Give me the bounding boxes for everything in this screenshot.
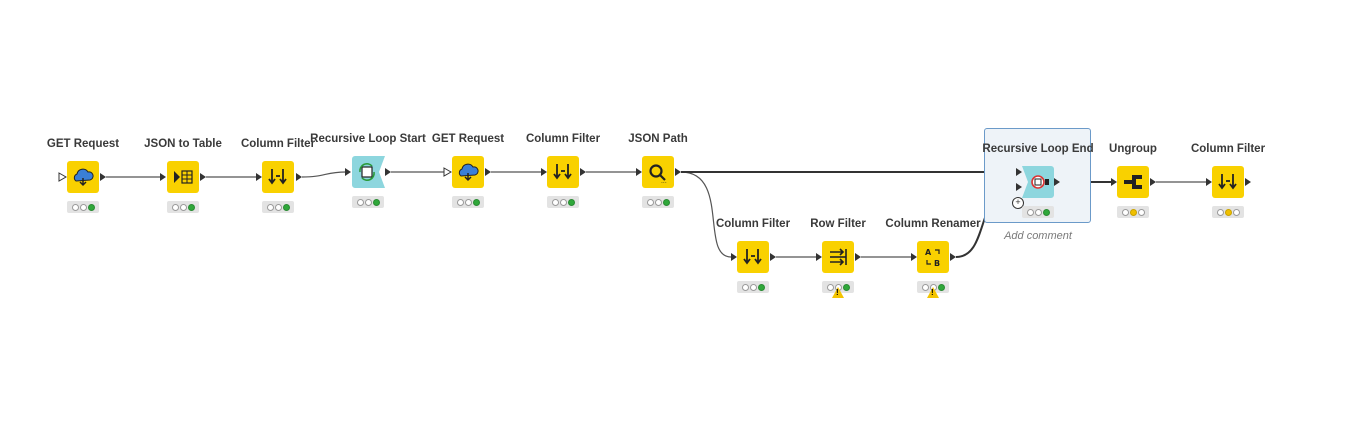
json-path-icon: ... — [649, 164, 667, 185]
connection[interactable] — [680, 171, 732, 258]
output-port[interactable] — [100, 173, 106, 181]
output-port[interactable] — [1054, 178, 1060, 186]
cloud-download-icon — [73, 168, 94, 187]
svg-text:...: ... — [661, 178, 667, 185]
node-label: Row Filter — [810, 218, 866, 230]
row-filter-icon — [830, 248, 847, 266]
node-label: GET Request — [46, 138, 120, 150]
json-to-table-icon — [174, 170, 193, 184]
svg-text:A: A — [925, 248, 932, 257]
column-filter-node[interactable] — [1212, 166, 1244, 198]
add-port-icon[interactable]: + — [1012, 197, 1024, 209]
cloud-download-icon — [458, 163, 479, 182]
connection[interactable] — [301, 171, 347, 178]
status-indicator — [642, 196, 674, 208]
node-label: Column Renamer — [885, 218, 981, 230]
loop-start-icon — [359, 162, 375, 182]
node-label: Column Filter — [715, 218, 791, 230]
node-label: Recursive Loop End — [982, 143, 1094, 155]
input-port[interactable] — [731, 253, 737, 261]
node-label: JSON Path — [628, 133, 688, 145]
node-label: Recursive Loop Start — [310, 133, 426, 145]
recursive-loop-start-node[interactable] — [352, 156, 386, 188]
status-indicator — [262, 201, 294, 213]
output-port[interactable] — [855, 253, 861, 261]
column-filter-icon — [743, 249, 762, 265]
output-port[interactable] — [1245, 178, 1251, 186]
recursive-loop-end-node[interactable] — [1022, 166, 1054, 198]
node-label: Column Filter — [240, 138, 316, 150]
input-port[interactable] — [541, 168, 547, 176]
input-port[interactable] — [1206, 178, 1212, 186]
add-comment-label[interactable]: Add comment — [1004, 230, 1072, 242]
column-renamer-icon: AB — [925, 248, 940, 268]
column-filter-icon — [268, 169, 287, 185]
get-request-node[interactable] — [67, 161, 99, 193]
output-port[interactable] — [580, 168, 586, 176]
warning-icon[interactable]: ! — [927, 287, 939, 298]
output-port[interactable] — [950, 253, 956, 261]
input-port[interactable] — [1111, 178, 1117, 186]
input-port[interactable] — [256, 173, 262, 181]
column-filter-icon — [553, 164, 572, 180]
input-port[interactable] — [1016, 183, 1022, 191]
column-filter-node[interactable] — [262, 161, 294, 193]
node-label: JSON to Table — [144, 138, 222, 150]
input-port[interactable] — [816, 253, 822, 261]
get-request-node[interactable] — [452, 156, 484, 188]
status-indicator — [167, 201, 199, 213]
output-port[interactable] — [296, 173, 302, 181]
node-label: Column Filter — [1190, 143, 1266, 155]
input-port[interactable] — [911, 253, 917, 261]
output-port[interactable] — [200, 173, 206, 181]
output-port[interactable] — [675, 168, 681, 176]
column-filter-node[interactable] — [547, 156, 579, 188]
node-label: GET Request — [431, 133, 505, 145]
input-port[interactable] — [636, 168, 642, 176]
status-indicator — [1022, 206, 1054, 218]
status-indicator — [547, 196, 579, 208]
input-port[interactable] — [1016, 168, 1022, 176]
status-indicator — [67, 201, 99, 213]
ungroup-icon — [1124, 175, 1142, 189]
output-port[interactable] — [770, 253, 776, 261]
input-port[interactable] — [160, 173, 166, 181]
loop-end-icon — [1031, 175, 1049, 189]
output-port[interactable] — [485, 168, 491, 176]
node-label: Ungroup — [1109, 143, 1157, 155]
row-filter-node[interactable] — [822, 241, 854, 273]
output-port[interactable] — [1150, 178, 1156, 186]
warning-icon[interactable]: ! — [832, 287, 844, 298]
ungroup-node[interactable] — [1117, 166, 1149, 198]
node-label: Column Filter — [525, 133, 601, 145]
column-filter-node[interactable] — [737, 241, 769, 273]
json-path-node[interactable]: ... — [642, 156, 674, 188]
input-port[interactable] — [345, 168, 351, 176]
input-port-icon[interactable] — [58, 172, 67, 182]
column-filter-icon — [1218, 174, 1237, 190]
status-indicator — [1117, 206, 1149, 218]
input-port-icon[interactable] — [443, 167, 452, 177]
json-to-table-node[interactable] — [167, 161, 199, 193]
status-indicator — [452, 196, 484, 208]
output-port[interactable] — [385, 168, 391, 176]
status-indicator — [1212, 206, 1244, 218]
svg-text:B: B — [934, 259, 940, 268]
status-indicator — [737, 281, 769, 293]
status-indicator — [352, 196, 384, 208]
